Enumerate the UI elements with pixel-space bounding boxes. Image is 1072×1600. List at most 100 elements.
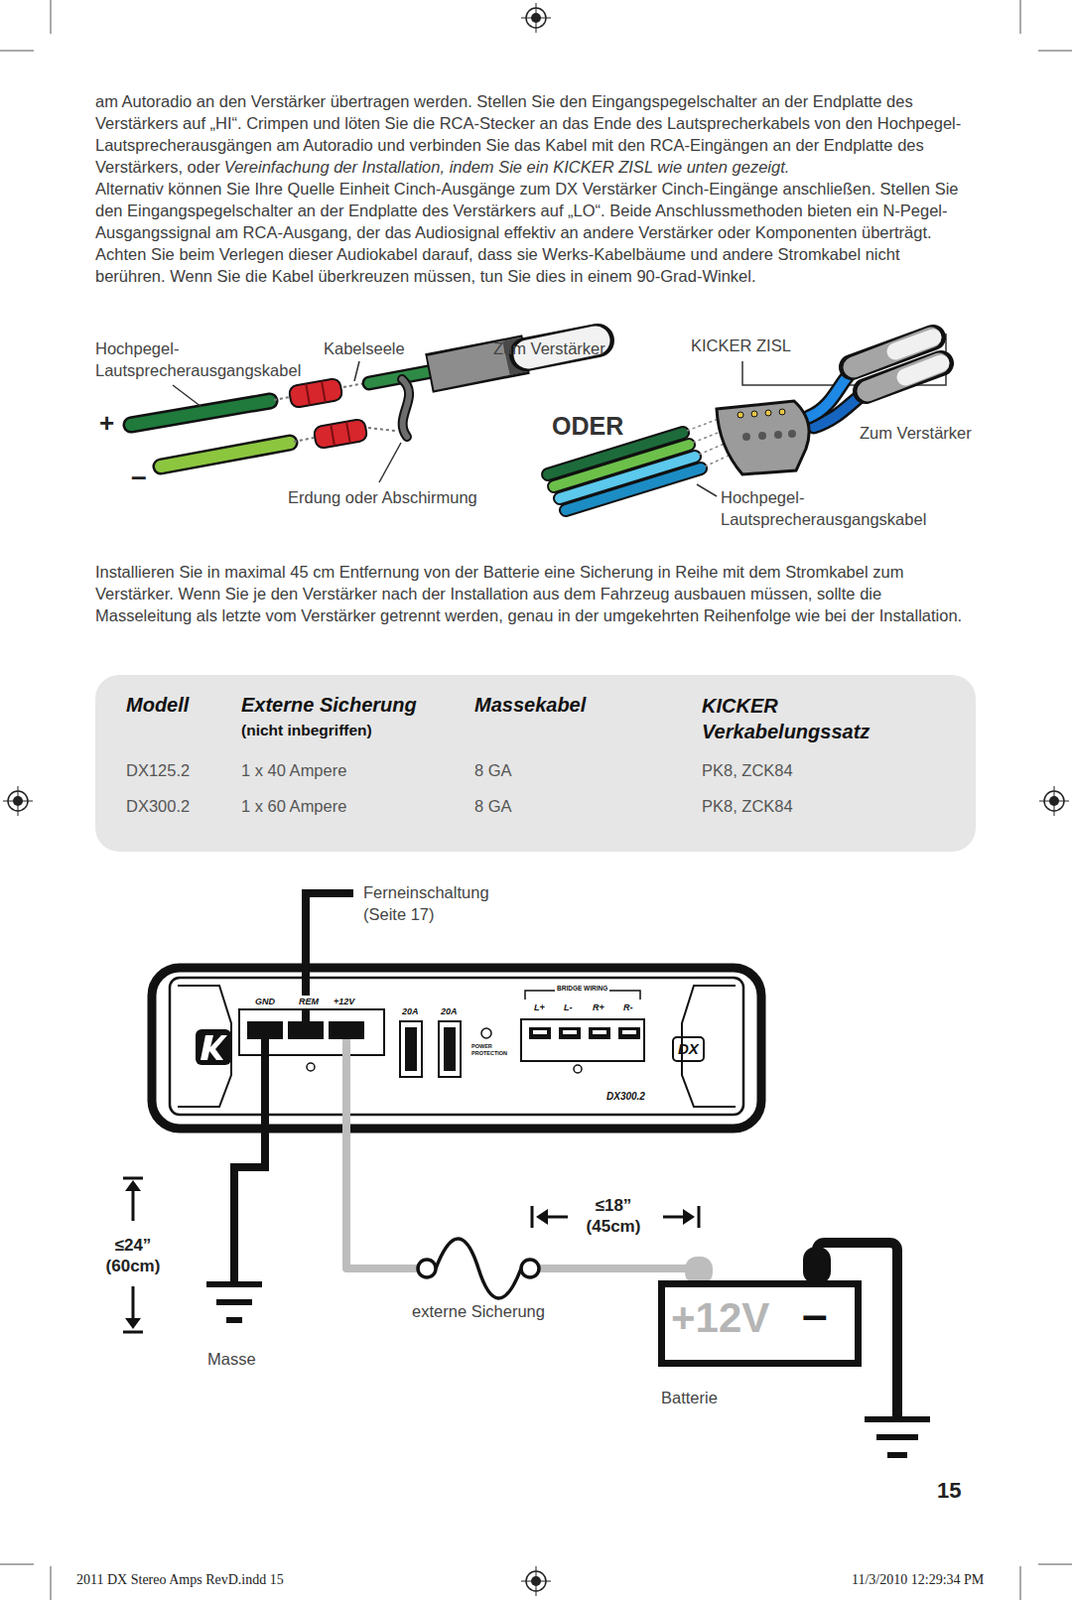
label: ≤24” (60cm) <box>99 1234 167 1277</box>
drawing-stroke <box>0 50 34 52</box>
drawing-stroke <box>172 385 202 407</box>
drawing-stroke <box>404 1027 417 1072</box>
drawing-stroke <box>131 401 270 425</box>
node-text: Externe Sicherung <box>241 692 417 717</box>
drawing-stroke <box>312 418 368 450</box>
drawing-stroke <box>273 397 290 401</box>
drawing-stroke <box>887 1452 908 1459</box>
drawing-stroke <box>521 1019 645 1062</box>
power-wire <box>346 1132 699 1281</box>
node-text: KICKER Verkabelungssatz <box>701 692 940 745</box>
drawing-stroke <box>562 1030 577 1035</box>
drawing-stroke <box>132 1286 135 1321</box>
label: + <box>99 406 115 440</box>
node-text: – <box>802 1287 828 1342</box>
drawing-stroke <box>716 401 809 475</box>
node-text: R+ <box>592 1002 605 1014</box>
drawing-stroke <box>573 1065 582 1073</box>
drawing-stroke <box>131 401 270 425</box>
label: Erdung oder Abschirmung <box>287 486 478 509</box>
drawing-stroke <box>50 0 52 34</box>
node-text: GND <box>255 996 275 1008</box>
node-text: DX125.2 <box>126 760 190 781</box>
node-text: 8 GA <box>474 760 513 781</box>
drawing-stroke <box>379 442 402 483</box>
drawing-stroke <box>330 424 335 447</box>
drawing-stroke <box>529 1027 551 1040</box>
node-text: +12V <box>670 1293 770 1343</box>
drawing-stroke <box>132 1187 135 1221</box>
drawing-stroke <box>774 430 783 439</box>
drawing-stroke <box>160 442 290 467</box>
drawing-stroke <box>177 985 232 1107</box>
drawing-stroke <box>402 379 409 437</box>
drawing-stroke <box>50 1566 52 1600</box>
drawing-stroke <box>200 1035 228 1061</box>
amplifier: GNDREM+12V20A20ABRIDGE WIRINGL+L-R+R-POW… <box>147 963 766 1133</box>
node-text: +12V <box>333 996 355 1008</box>
drawing-stroke <box>704 454 731 467</box>
label: – <box>131 458 147 494</box>
node-text: Massekabel <box>474 692 586 717</box>
drawing-stroke <box>239 1009 385 1056</box>
drawing-stroke <box>851 337 934 368</box>
drawing-stroke <box>435 1238 522 1299</box>
drawing-stroke <box>751 410 758 417</box>
node-text: DX300.2 <box>126 796 190 816</box>
drawing-stroke <box>169 977 744 1115</box>
label: Zum Verstärker <box>493 337 606 360</box>
drawing-stroke <box>346 421 351 444</box>
node-text: Modell <box>126 692 189 717</box>
label: ODER <box>551 410 624 442</box>
drawing-stroke <box>151 967 762 1129</box>
drawing-stroke <box>1020 1566 1022 1600</box>
drawing-stroke <box>195 1029 232 1066</box>
drawing-stroke <box>565 468 701 511</box>
drawing-stroke <box>788 429 797 438</box>
spec-table-panel: ModellExterne Sicherung(nicht inbegriffe… <box>95 674 976 852</box>
drawing-stroke <box>536 1566 537 1597</box>
drawing-stroke <box>125 1180 141 1192</box>
drawing-stroke <box>536 2 537 33</box>
drawing-stroke <box>864 1416 931 1423</box>
body-paragraph: am Autoradio an den Verstärker übertrage… <box>95 90 969 287</box>
drawing-stroke <box>443 1027 456 1072</box>
drawing-stroke <box>742 432 751 441</box>
node-text: POWER PROTECTION <box>471 1043 516 1058</box>
drawing-stroke <box>342 1039 351 1133</box>
drawing-stroke <box>287 378 343 409</box>
drawing-stroke <box>125 1318 141 1330</box>
drawing-stroke <box>558 1027 581 1040</box>
drawing-stroke <box>779 408 786 415</box>
drawing-stroke <box>686 418 719 431</box>
drawing-stroke <box>123 1177 143 1181</box>
body-text: Alternativ können Sie Ihre Quelle Einhei… <box>95 177 969 287</box>
label: 2011 DX Stereo Amps RevD.indd 15 <box>76 1571 284 1590</box>
node-text: BRIDGE WIRING <box>554 984 610 993</box>
node-text: REM <box>296 995 321 1009</box>
drawing-stroke <box>226 1317 243 1324</box>
drawing-stroke <box>1038 50 1072 52</box>
label: ≤18” (45cm) <box>577 1195 650 1237</box>
drawing-stroke <box>618 1027 641 1040</box>
node-text: 20A <box>440 1006 458 1018</box>
drawing-stroke <box>354 361 360 382</box>
drawing-stroke <box>368 427 396 431</box>
drawing-stroke <box>287 378 343 409</box>
drawing-stroke <box>0 1564 34 1566</box>
drawing-stroke <box>306 1063 315 1072</box>
drawing-stroke <box>742 429 797 441</box>
node-text: 8 GA <box>474 796 513 816</box>
drawing-stroke <box>696 484 717 497</box>
drawing-stroke <box>737 411 744 418</box>
drawing-stroke <box>765 409 772 416</box>
node-text: PK8, ZCK84 <box>701 796 794 816</box>
drawing-stroke <box>536 1208 548 1225</box>
label: Hochpegel- Lautsprecherausgangskabel <box>95 337 316 382</box>
drawing-stroke <box>160 442 290 467</box>
drawing-stroke <box>438 1021 461 1077</box>
node-text: DX <box>671 1036 705 1063</box>
drawing-stroke <box>737 408 786 418</box>
